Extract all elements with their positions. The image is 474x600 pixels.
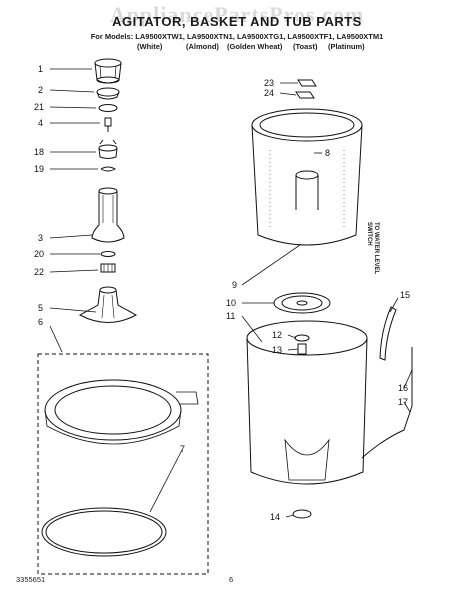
agitator-base — [78, 286, 138, 323]
seal — [100, 251, 116, 257]
callout-23: 23 — [264, 78, 274, 88]
basket — [251, 108, 363, 246]
agitator-barrel — [91, 187, 125, 243]
callout-4: 4 — [38, 118, 43, 128]
color-platinum: (Platinum) — [328, 42, 365, 51]
callout-24: 24 — [264, 88, 274, 98]
callout-16: 16 — [398, 383, 408, 393]
tub-ring — [44, 379, 199, 445]
spanner-nut — [294, 334, 310, 355]
outer-tub — [246, 320, 368, 485]
water-level-note: TO WATER LEVEL SWITCH — [366, 222, 379, 275]
watermark: AppliancePartsPros.com — [109, 2, 365, 27]
page-number: 6 — [229, 575, 234, 584]
color-almond: (Almond) — [186, 42, 219, 51]
model-list: For Models: LA9500XTW1, LA9500XTN1, LA95… — [90, 32, 384, 41]
callout-8: 8 — [325, 148, 330, 158]
basket-clamp — [295, 79, 317, 99]
tub-bearing — [292, 509, 312, 519]
callout-17: 17 — [398, 397, 408, 407]
tub-ring-gasket — [41, 507, 167, 557]
color-golden-wheat: (Golden Wheat) — [227, 42, 283, 51]
callout-5: 5 — [38, 303, 43, 313]
callout-9: 9 — [232, 280, 237, 290]
diagram-title: AGITATOR, BASKET AND TUB PARTS — [112, 14, 362, 29]
tub-ring-box — [37, 353, 209, 575]
basket-drive-hub — [273, 292, 331, 314]
callout-6: 6 — [38, 317, 43, 327]
color-white: (White) — [137, 42, 163, 51]
callout-10: 10 — [226, 298, 236, 308]
agitator-cam — [96, 87, 120, 100]
agitator-bolt — [104, 117, 112, 132]
callout-21: 21 — [34, 102, 44, 112]
callout-11: 11 — [226, 311, 235, 321]
callout-1: 1 — [38, 64, 43, 74]
drain-hose — [361, 347, 413, 459]
color-toast: (Toast) — [293, 42, 318, 51]
retainer-ring — [98, 104, 118, 112]
callout-20: 20 — [34, 249, 44, 259]
dog-clip — [100, 166, 117, 172]
callout-22: 22 — [34, 267, 44, 277]
document-number: 3355651 — [16, 575, 46, 584]
callout-18: 18 — [34, 147, 44, 157]
callout-14: 14 — [270, 512, 280, 522]
pressure-hose — [379, 306, 397, 361]
callout-15: 15 — [400, 290, 410, 300]
agitator-dogs — [98, 139, 118, 159]
callout-13: 13 — [272, 345, 282, 355]
callout-3: 3 — [38, 233, 43, 243]
callout-12: 12 — [272, 330, 282, 340]
callout-19: 19 — [34, 164, 44, 174]
callout-2: 2 — [38, 85, 43, 95]
leader-lines — [49, 68, 413, 518]
agitator-cap — [94, 58, 122, 84]
callout-7: 7 — [180, 444, 185, 454]
callout-labels: 1 2 21 4 18 19 3 20 22 5 6 7 23 24 8 9 1… — [34, 64, 410, 522]
spline-insert — [100, 263, 116, 273]
